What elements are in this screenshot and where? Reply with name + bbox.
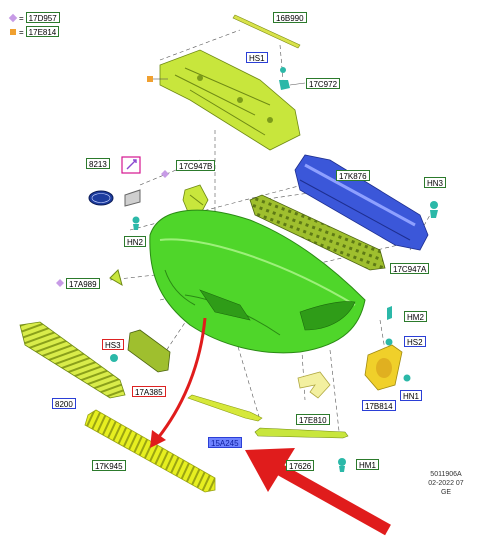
label-hn1: HN1 <box>400 390 423 401</box>
emblem-bracket <box>124 189 141 207</box>
clip-hn2 <box>132 216 140 230</box>
legend-label-17e814: 17E814 <box>25 26 60 37</box>
orange-square-icon <box>10 29 16 35</box>
legend-item-diamond: =17D957 <box>8 12 60 23</box>
label-17b814: 17B814 <box>362 400 396 411</box>
clip-hs2 <box>385 338 393 346</box>
clip-hm1 <box>338 458 346 472</box>
label-17k876: 17K876 <box>336 170 370 181</box>
label-hn2: HN2 <box>124 236 147 247</box>
red-arrows <box>150 317 391 536</box>
label-17a385: 17A385 <box>132 386 166 397</box>
label-15a245: 15A245 <box>208 437 242 448</box>
molding-15a245 <box>187 394 263 422</box>
purple-diamond-marker <box>161 170 169 178</box>
purple-diamond-17a989 <box>56 279 64 287</box>
diagram-code: 5011906A <box>430 471 462 478</box>
legend-label-17d957: 17D957 <box>25 12 60 23</box>
label-17c947a: 17C947A <box>390 263 430 274</box>
ford-emblem-8213 <box>88 190 114 206</box>
clip-hm2 <box>387 306 392 320</box>
label-hm2: HM2 <box>404 311 427 322</box>
side-grille-8200 <box>19 321 126 399</box>
bumper-beam-17k876 <box>294 154 429 251</box>
label-hn3: HN3 <box>424 177 447 188</box>
clip-17a989 <box>109 269 123 287</box>
strip-17626 <box>254 427 349 439</box>
trim-17e810 <box>297 371 331 399</box>
label-hs3: HS3 <box>102 339 124 350</box>
label-hm1: HM1 <box>356 459 379 470</box>
energy-absorber-17c947a <box>249 194 386 271</box>
purple-diamond-icon <box>8 13 18 23</box>
diagram-date: 02-2022 07 <box>428 480 464 487</box>
label-hs2: HS2 <box>404 336 426 347</box>
diagram-region: GE <box>440 489 452 496</box>
label-8200: 8200 <box>52 398 76 409</box>
legend-item-square: =17E814 <box>10 26 60 37</box>
bumper-cover <box>149 209 366 354</box>
label-17a989: 17A989 <box>66 278 100 289</box>
fog-lamp-bezel-17b814 <box>364 344 403 391</box>
clip-hn1 <box>403 374 411 382</box>
orange-square-marker <box>147 76 153 82</box>
clip-hn3 <box>430 201 438 218</box>
label-17c947b: 17C947B <box>176 160 216 171</box>
diagram-footer: 5011906A 02-2022 07 GE <box>418 470 474 497</box>
bracket-17a385 <box>127 329 171 373</box>
clip-hs1 <box>279 67 306 90</box>
lower-grille-17k945 <box>84 409 216 493</box>
top-strip-16b990 <box>232 14 301 49</box>
label-17c972: 17C972 <box>306 78 341 89</box>
label-8213: 8213 <box>86 158 110 169</box>
label-16b990: 16B990 <box>273 12 307 23</box>
label-17e810: 17E810 <box>296 414 330 425</box>
label-17k945: 17K945 <box>92 460 126 471</box>
label-hs1: HS1 <box>246 52 268 63</box>
clip-hs3 <box>110 354 118 362</box>
label-17626: 17626 <box>286 460 315 471</box>
upper-support-bracket <box>159 49 301 151</box>
